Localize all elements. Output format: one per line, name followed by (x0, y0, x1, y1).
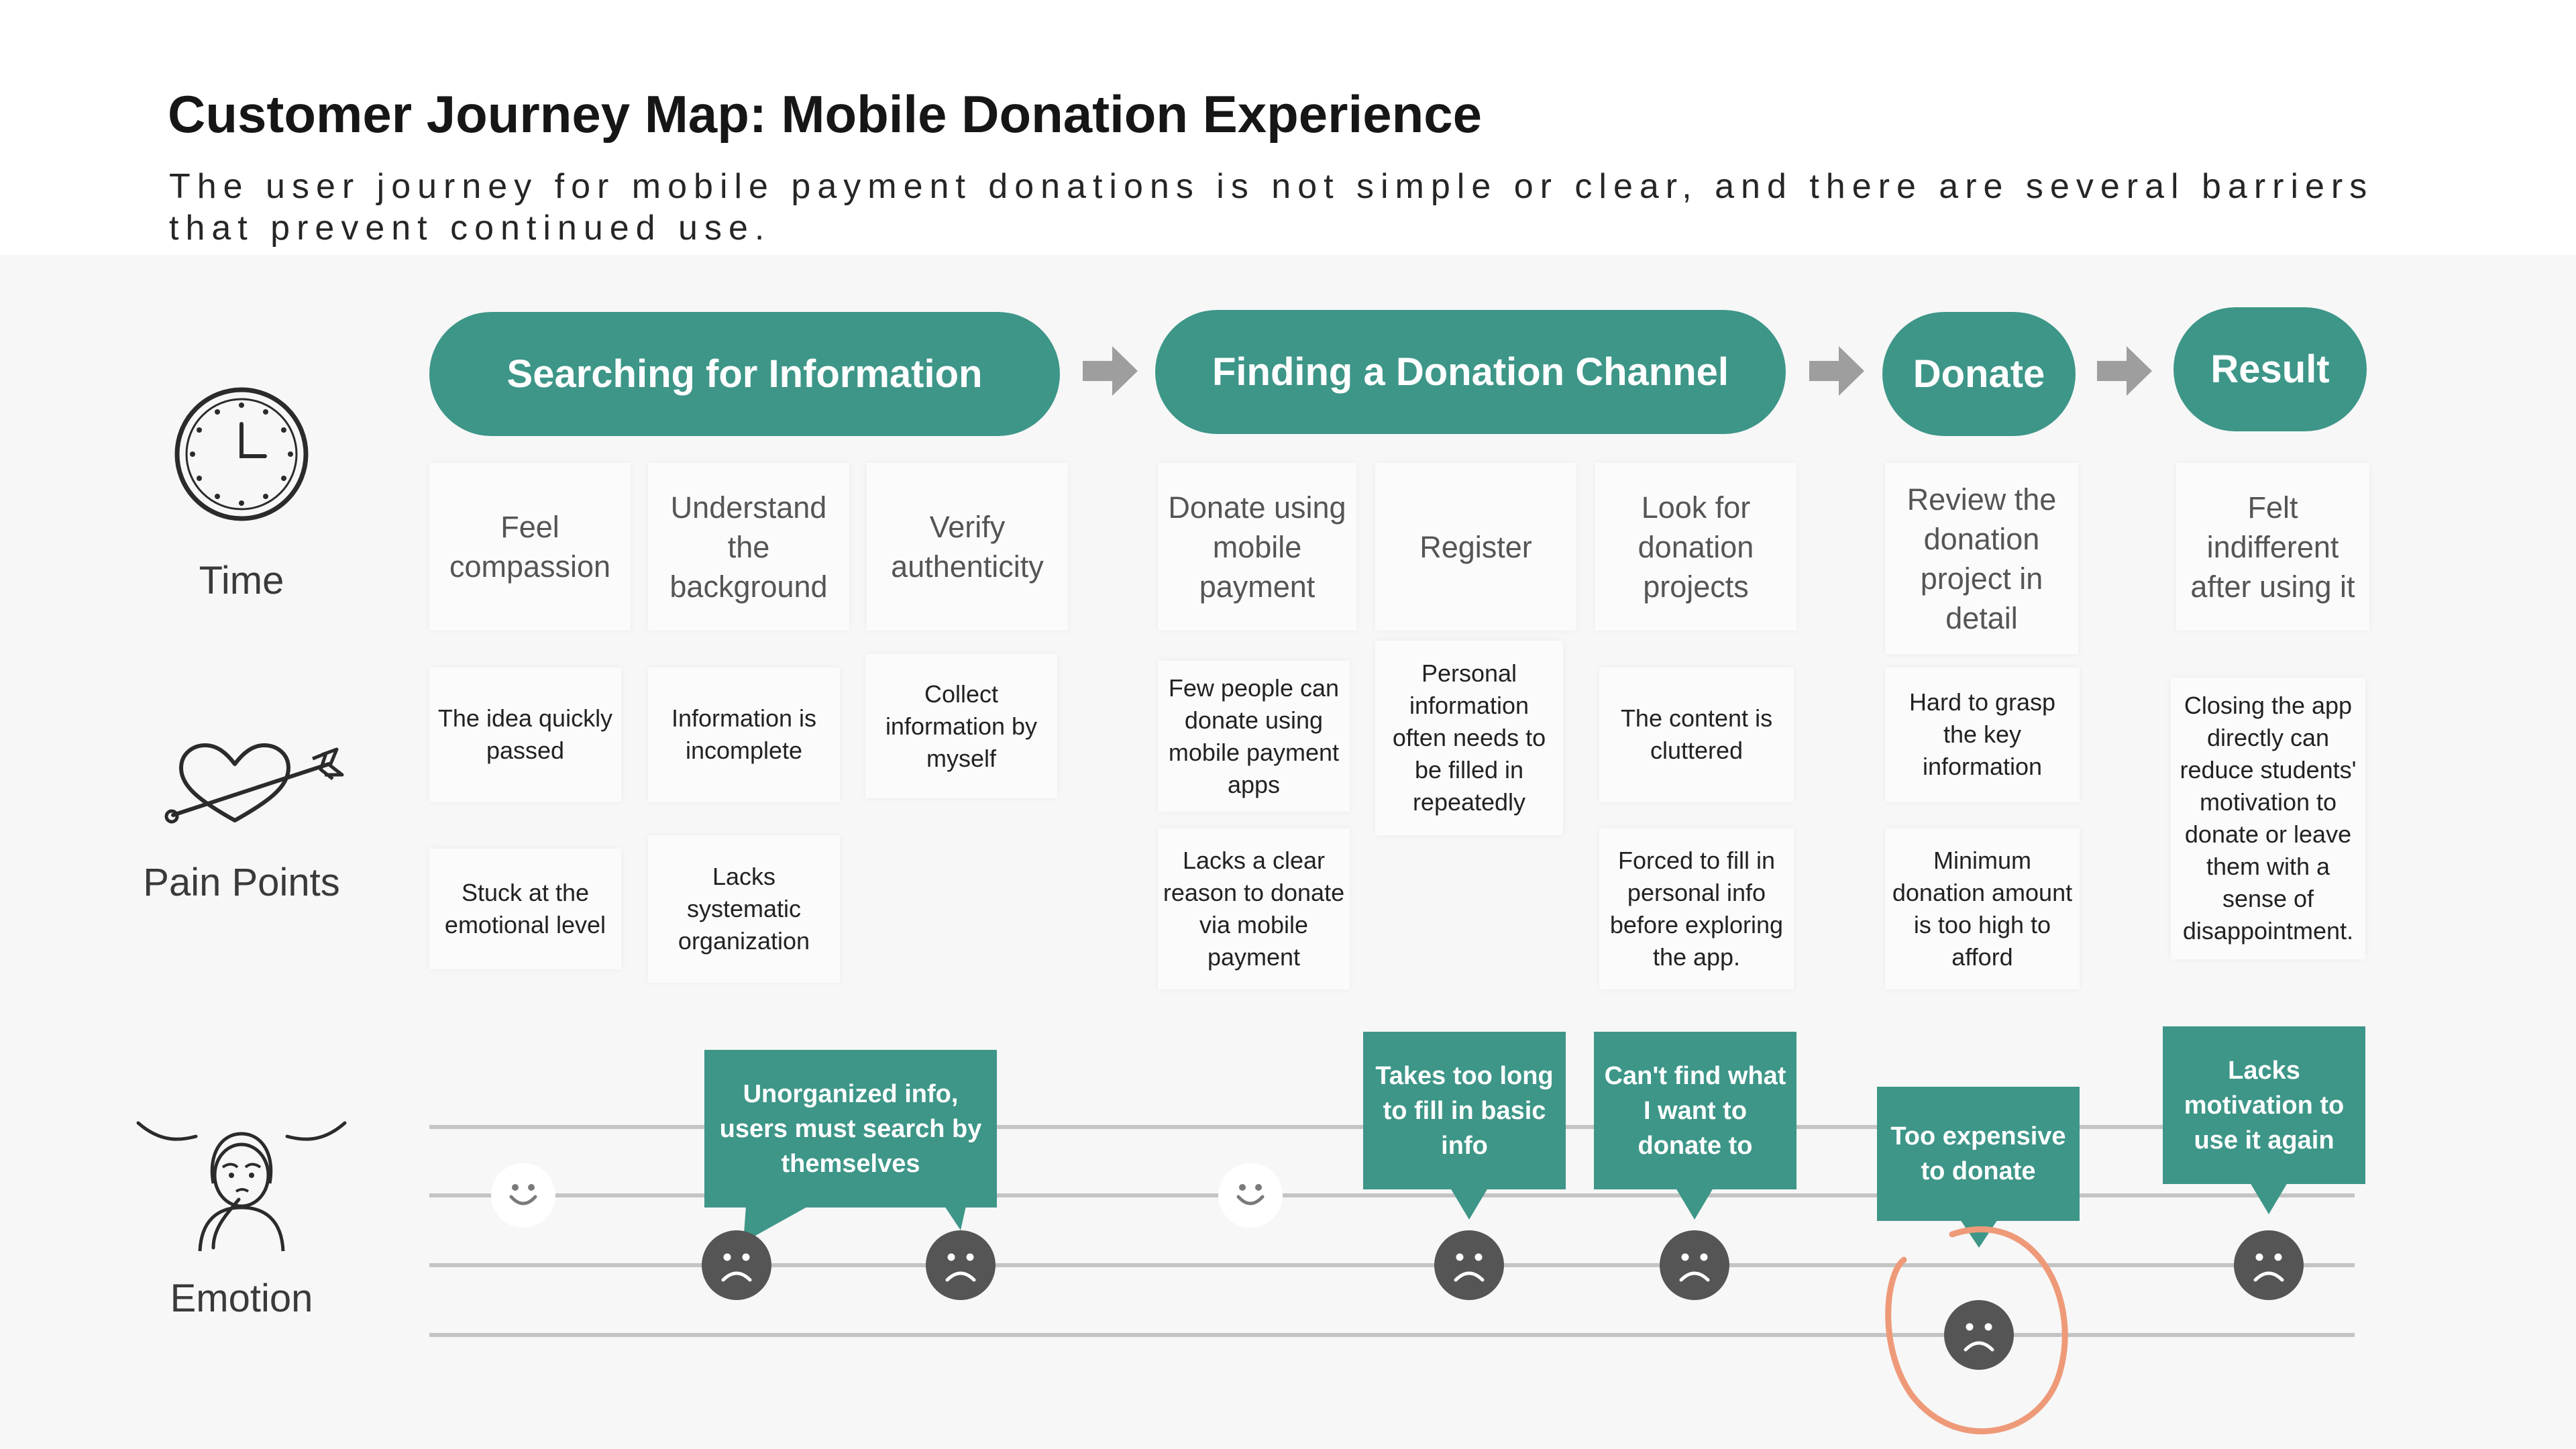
sad-face-eye (966, 1253, 974, 1261)
stage-arrow-1 (1083, 346, 1138, 396)
happy-face-eye (1255, 1184, 1262, 1191)
highlight-circle (1885, 1226, 2068, 1435)
happy-face-eye (512, 1184, 519, 1191)
pain-point-hard-to-grasp: Hard to grasp the key information (1885, 667, 2080, 802)
sad-face-mouth (721, 1271, 752, 1282)
pain-point-stuck-emotional-level: Stuck at the emotional level (429, 849, 621, 969)
pain-point-idea-quickly-passed: The idea quickly passed (429, 667, 621, 802)
sad-face-mouth (1679, 1271, 1710, 1282)
sad-face-icon (1660, 1230, 1729, 1300)
step-feel-compassion: Feel compassion (429, 463, 631, 631)
sad-face-eye (742, 1253, 750, 1261)
pain-point-content-cluttered: The content is cluttered (1599, 667, 1794, 802)
pain-point-collect-information: Collect information by myself (865, 654, 1057, 798)
clock-icon (174, 387, 309, 521)
callout-lacks-motivation: Lacks motivation to use it again (2163, 1026, 2365, 1184)
happy-face-icon (1236, 1195, 1265, 1205)
happy-face-icon (509, 1195, 537, 1205)
row-label-emotion: Emotion (170, 1277, 313, 1320)
emotion-face-bg-4 (1218, 1163, 1283, 1228)
sad-face-icon (1944, 1300, 2014, 1370)
sad-face-eye (1681, 1253, 1689, 1261)
step-understand-the-background: Understand the background (648, 463, 849, 631)
callout-pointer-3 (1450, 1188, 1488, 1220)
emotion-face-bg-1 (491, 1163, 555, 1228)
happy-face-eye (528, 1184, 535, 1191)
step-felt-indifferent: Felt indifferent after using it (2176, 463, 2369, 631)
row-label-time: Time (199, 559, 284, 602)
sad-face-icon (1434, 1230, 1504, 1300)
sad-face-eye (1474, 1253, 1483, 1261)
sad-face-icon (926, 1230, 996, 1300)
sad-face-mouth (1964, 1341, 1994, 1352)
step-look-for-donation-projects: Look for donation projects (1595, 463, 1796, 631)
sad-face-eye (1700, 1253, 1708, 1261)
pain-point-minimum-donation-too-high: Minimum donation amount is too high to a… (1885, 828, 2080, 989)
page-title: Customer Journey Map: Mobile Donation Ex… (168, 85, 1482, 144)
sad-face-eye (1966, 1323, 1974, 1331)
callout-pointer-2 (945, 1206, 966, 1230)
callout-too-expensive: Too expensive to donate (1877, 1087, 2080, 1221)
step-donate-using-mobile-payment: Donate using mobile payment (1158, 463, 1356, 631)
callout-unorganized-info: Unorganized info, users must search by t… (704, 1050, 997, 1208)
pain-point-personal-info-repeated: Personal information often needs to be f… (1375, 641, 1563, 835)
happy-face-eye (1239, 1184, 1246, 1191)
stage-result: Result (2174, 307, 2367, 431)
callout-cant-find-what-i-want: Can't find what I want to donate to (1594, 1032, 1796, 1189)
sad-face-mouth (1454, 1271, 1485, 1282)
callout-pointer-5 (1960, 1220, 1998, 1248)
pain-point-lacks-systematic-organization: Lacks systematic organization (648, 835, 840, 983)
pain-point-few-people-can-donate: Few people can donate using mobile payme… (1158, 661, 1350, 812)
heart-arrow-icon (164, 743, 344, 824)
sad-face-eye (2255, 1253, 2263, 1261)
step-register: Register (1375, 463, 1576, 631)
sad-face-eye (947, 1253, 955, 1261)
pain-point-closing-the-app: Closing the app directly can reduce stud… (2171, 678, 2365, 959)
sad-face-mouth (945, 1271, 976, 1282)
stage-donate: Donate (1882, 312, 2076, 436)
callout-pointer-6 (2250, 1183, 2288, 1214)
stage-arrow-2 (1809, 346, 1864, 396)
sad-face-eye (1456, 1253, 1464, 1261)
pain-point-lacks-clear-reason: Lacks a clear reason to donate via mobil… (1158, 828, 1350, 989)
callout-takes-too-long: Takes too long to fill in basic info (1363, 1032, 1566, 1189)
callout-pointer-1 (743, 1206, 808, 1242)
callout-pointer-4 (1676, 1188, 1713, 1220)
sad-face-mouth (2253, 1271, 2284, 1282)
thinking-person-icon (136, 1121, 347, 1252)
sad-face-icon (2234, 1230, 2304, 1300)
stage-finding-a-donation-channel: Finding a Donation Channel (1155, 310, 1786, 434)
sad-face-eye (1984, 1323, 1992, 1331)
step-verify-authenticity: Verify authenticity (867, 463, 1068, 631)
stage-searching-for-information: Searching for Information (429, 312, 1060, 436)
page-subtitle: The user journey for mobile payment dona… (169, 167, 2374, 248)
sad-face-icon (702, 1230, 771, 1300)
stage-arrow-3 (2097, 346, 2152, 396)
pain-point-forced-to-fill-in: Forced to fill in personal info before e… (1599, 828, 1794, 989)
step-review-the-donation-project: Review the donation project in detail (1885, 463, 2078, 654)
sad-face-eye (723, 1253, 731, 1261)
row-label-pain-points: Pain Points (143, 861, 340, 904)
sad-face-eye (2274, 1253, 2282, 1261)
pain-point-information-incomplete: Information is incomplete (648, 667, 840, 802)
